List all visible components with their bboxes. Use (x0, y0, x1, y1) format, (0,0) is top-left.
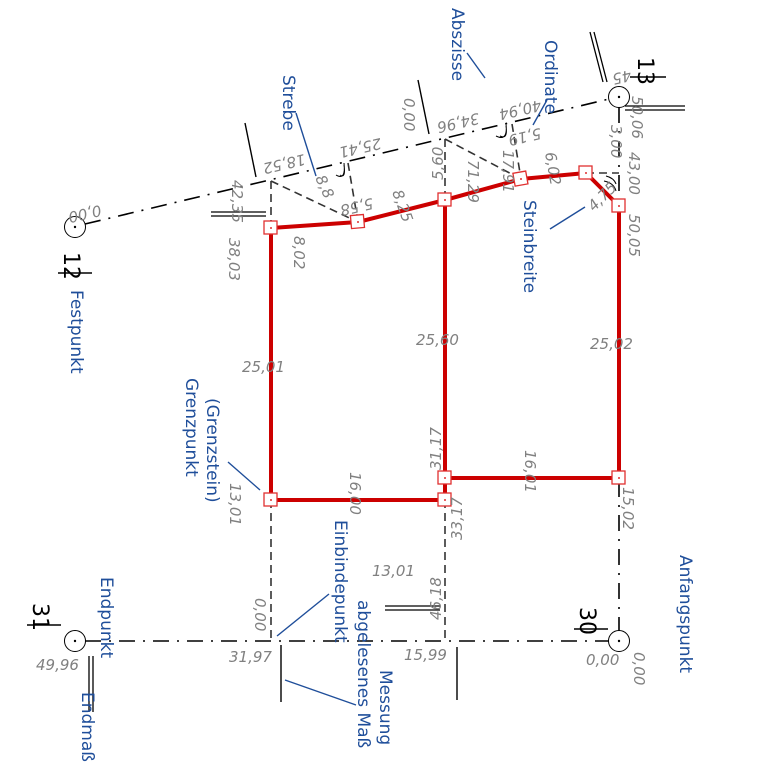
right-angle-icon (603, 175, 617, 192)
term-labels: Abszisse Strebe Ordinate Steinbreite Fes… (66, 8, 695, 762)
end-mark (417, 79, 430, 135)
measure: 34,96 (435, 109, 481, 136)
ordinate-line (511, 123, 522, 180)
measure: 3,00 (607, 125, 625, 158)
measure: 50,05 (625, 214, 643, 257)
measure: 43,00 (625, 152, 643, 195)
measure: 31,97 (229, 648, 272, 666)
endmass-mark (625, 105, 685, 111)
measure: 45 (610, 66, 633, 88)
measure: 42,35 (228, 180, 246, 223)
measure: 15,02 (619, 487, 637, 530)
measure: 25,60 (416, 331, 459, 349)
measure: 25,01 (242, 358, 285, 376)
measure: 18,52 (261, 150, 307, 177)
label-steinbreite: Steinbreite (519, 200, 539, 293)
measure-labels: 0,00 18,52 25,41 34,96 40,94 45 42,35 38… (36, 66, 648, 685)
boundary-stone[interactable] (611, 198, 626, 213)
measure: 6,02 (541, 151, 565, 187)
leader-line (295, 112, 317, 177)
measure: 13,01 (226, 483, 244, 526)
label-grenzpunkt: Grenzpunkt (181, 378, 201, 477)
label-endpunkt: Endpunkt (96, 577, 116, 658)
boundary-stone[interactable] (437, 470, 452, 485)
measure: 71,29 (464, 160, 482, 203)
measure: 33,17 (448, 497, 466, 540)
point-number-13: 13 (632, 57, 657, 85)
right-angle-icon (495, 123, 507, 138)
measure: 50,06 (628, 96, 646, 139)
measure: 5,58 (339, 194, 376, 219)
endmass-mark (88, 656, 94, 712)
boundary-stone[interactable] (512, 170, 529, 187)
boundary-stone[interactable] (349, 213, 366, 230)
label-ordinate: Ordinate (540, 40, 560, 114)
label-grenzstein: (Grenzstein) (202, 398, 222, 503)
label-einbindepunkt: Einbindepunkt (330, 520, 350, 643)
boundary-stone[interactable] (437, 192, 452, 207)
measure: 0,00 (630, 652, 648, 685)
label-messung: Messung (375, 670, 395, 745)
point-number-31: 31 (27, 603, 52, 631)
boundary-stone[interactable] (611, 470, 626, 485)
measure: 8,25 (388, 187, 416, 225)
leader-line (532, 99, 548, 126)
measure: 8,02 (290, 236, 308, 269)
measure: 25,41 (337, 134, 383, 161)
measure: 0,00 (400, 98, 418, 131)
right-angle-icon (335, 162, 345, 177)
measure: 25,02 (590, 335, 633, 353)
survey-point-31[interactable] (64, 630, 86, 652)
measure: 16,00 (346, 472, 364, 515)
measure: 0,00 (586, 651, 619, 669)
survey-point-30[interactable] (608, 630, 630, 652)
survey-point-13[interactable] (608, 86, 630, 108)
measure: 38,03 (225, 238, 243, 281)
measure: 31,17 (427, 427, 445, 470)
endmass-mark (385, 605, 440, 611)
survey-point-12[interactable] (64, 216, 86, 238)
boundary-stone[interactable] (263, 492, 278, 507)
label-endmass: Endmaß (77, 692, 97, 762)
leader-line (227, 461, 261, 491)
measure: 8,8 (311, 172, 337, 201)
leader-line (276, 593, 330, 637)
ordinate-line (347, 162, 359, 223)
measure: 0,00 (67, 201, 104, 226)
measure: 15,99 (404, 646, 447, 664)
label-abszisse: Abszisse (447, 8, 467, 81)
label-abgelesenes-mass: abgelesenes Maß (353, 600, 373, 748)
measure: 16,01 (521, 450, 539, 493)
end-mark (244, 122, 257, 178)
boundary-stone[interactable] (263, 220, 278, 235)
strebe-line (444, 138, 522, 180)
label-festpunkt: Festpunkt (66, 290, 86, 374)
measure: 5,60 (429, 147, 447, 180)
point-number-30: 30 (574, 607, 599, 635)
strebe-line (270, 180, 359, 223)
leader-line (466, 52, 486, 79)
endmass-mark (211, 211, 266, 217)
boundary-stone[interactable] (578, 165, 593, 180)
point-number-12: 12 (58, 252, 83, 280)
measure: 13,01 (372, 562, 415, 580)
measure: 49,96 (36, 656, 79, 674)
leader-line (284, 679, 357, 706)
baseline-12-13 (84, 98, 610, 225)
endmass-mark (589, 31, 608, 83)
measure: 0,00 (251, 598, 269, 631)
measure: 46,18 (427, 577, 445, 620)
label-anfangspunkt: Anfangspunkt (675, 555, 695, 673)
label-strebe: Strebe (278, 75, 298, 131)
boundary-markers (263, 165, 626, 507)
boundary-stone[interactable] (437, 492, 452, 507)
measure: 17,91 (499, 150, 517, 193)
leader-line (549, 206, 586, 230)
